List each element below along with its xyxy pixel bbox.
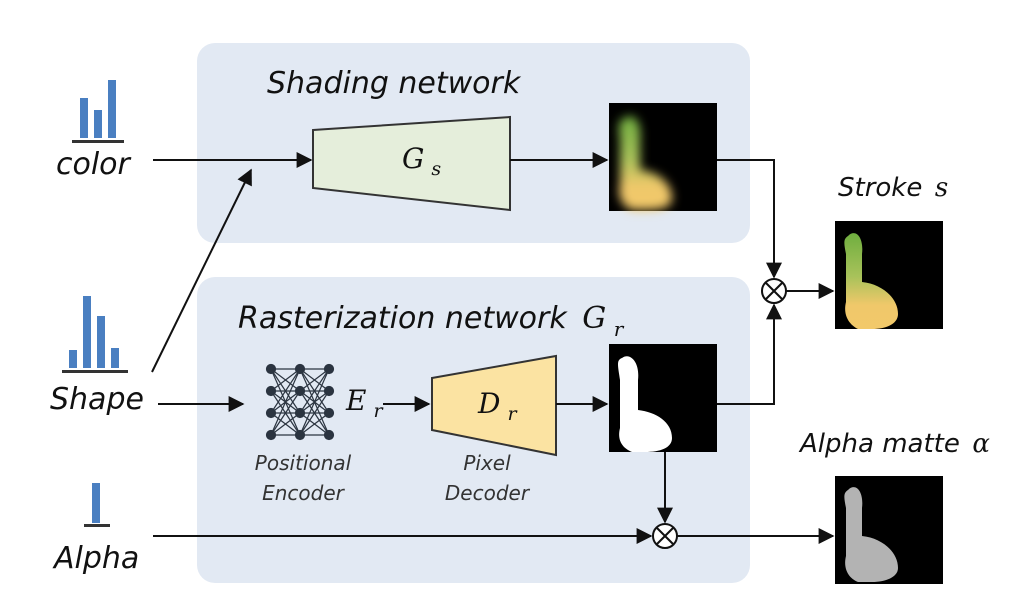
arrow-raster-image-to-multiply-top [717,303,782,405]
arrow-shading-image-to-multiply [717,159,782,279]
encoder-output-symbol: E r [345,384,384,422]
shape-input-label: Shape [50,382,144,417]
flow-arrows [151,152,835,544]
color-input-label: color [56,147,132,182]
shading-generator-symbol: G s [402,142,441,180]
pixel-decoder-block [431,354,557,457]
pixel-decoder-caption-line1: Pixel [463,451,511,475]
shading-network-title: Shading network [267,66,522,101]
rasterization-output-image [609,344,717,452]
shading-output-image [609,103,717,211]
alpha-input-label: Alpha [52,541,139,576]
alpha-matte-output-label: Alpha matte α [798,429,990,459]
shading-generator-block [312,115,511,212]
arrow-shape-to-gs [151,168,252,373]
pixel-decoder-caption-line2: Decoder [445,481,531,505]
alpha-matte-output-image [835,476,943,584]
multiply-operator-bottom [652,523,678,549]
positional-encoder-caption-line2: Encoder [262,481,346,505]
shape-histogram-icon [62,296,128,373]
positional-encoder-caption-line1: Positional [255,451,352,475]
stroke-output-label: Stroke s [838,173,948,203]
alpha-histogram-icon [84,483,110,527]
multiply-operator-top [761,278,787,304]
rasterization-network-title: Rasterization network G r [238,301,625,341]
stroke-output-image [835,221,943,329]
color-histogram-icon [72,80,124,143]
pixel-decoder-symbol: D r [477,387,518,425]
positional-encoder-icon [265,363,335,441]
